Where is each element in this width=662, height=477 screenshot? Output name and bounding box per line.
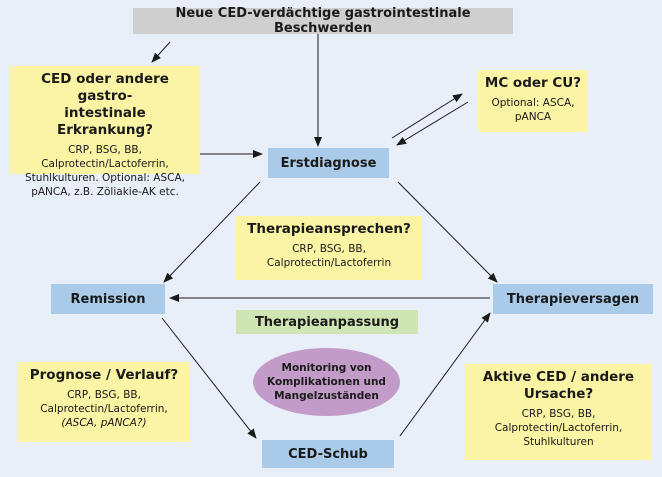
node-therapieversagen: Therapieversagen (493, 284, 653, 314)
node-monitoring: Monitoring von Komplikationen und Mangel… (253, 348, 400, 416)
arrow-remission-to-schub (161, 317, 257, 439)
node-ced-schub: CED-Schub (262, 440, 394, 468)
box-therapieansprechen-body: CRP, BSG, BB, Calprotectin/Lactoferrin (266, 243, 392, 269)
node-top-symptoms: Neue CED-verdächtige gastrointestinale B… (133, 6, 513, 36)
box-aktive-ced-body: CRP, BSG, BB, Calprotectin/Lactoferrin, … (494, 408, 623, 448)
box-ced-question: CED oder andere gastro- intestinale Erkr… (10, 66, 200, 198)
box-prognose-body: CRP, BSG, BB, Calprotectin/Lactoferrin, … (40, 389, 168, 429)
box-therapieansprechen: Therapieansprechen? CRP, BSG, BB, Calpro… (236, 216, 422, 280)
node-top-label: Neue CED-verdächtige gastrointestinale B… (175, 6, 471, 36)
box-therapieansprechen-title: Therapieansprechen? (247, 221, 411, 237)
box-prognose-title: Prognose / Verlauf? (29, 367, 179, 383)
box-aktive-ced: Aktive CED / andere Ursache? CRP, BSG, B… (465, 364, 652, 460)
box-ced-body: CRP, BSG, BB, Calprotectin/Lactoferrin, … (25, 144, 185, 198)
arrow-erstdiagnose-to-remission (163, 181, 261, 283)
node-erstdiagnose: Erstdiagnose (268, 148, 389, 178)
node-therapieanpassung: Therapieanpassung (236, 310, 418, 334)
box-mc-body: Optional: ASCA, pANCA (491, 97, 575, 123)
arrow-erstdiagnose-to-mc (391, 93, 463, 139)
box-mc-cu: MC oder CU? Optional: ASCA, pANCA (478, 70, 588, 132)
arrow-erstdiagnose-to-therapieversagen (397, 181, 498, 283)
node-remission: Remission (51, 284, 165, 314)
box-aktive-ced-title: Aktive CED / andere Ursache? (482, 369, 635, 402)
box-prognose: Prognose / Verlauf? CRP, BSG, BB, Calpro… (18, 362, 190, 442)
arrow-top-to-ced (151, 41, 171, 63)
arrow-schub-to-therapieversagen (399, 312, 491, 437)
box-mc-title: MC oder CU? (484, 75, 582, 91)
arrow-mc-to-erstdiagnose (396, 101, 469, 146)
box-ced-title: CED oder andere gastro- intestinale Erkr… (41, 71, 169, 138)
